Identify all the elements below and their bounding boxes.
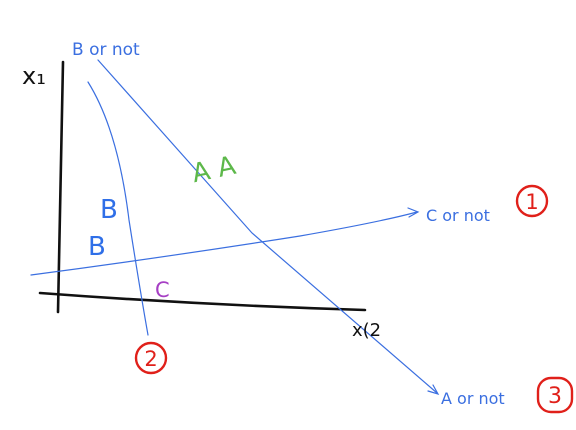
boundary-lines bbox=[30, 59, 438, 394]
boundary-line-2 bbox=[87, 81, 149, 336]
region-label-b-upper: B bbox=[100, 195, 118, 225]
region-label-b-lower: B bbox=[88, 232, 106, 262]
circled-number-2-ring bbox=[134, 341, 168, 375]
region-label-a-a: A A bbox=[189, 151, 238, 190]
arrow-heads bbox=[407, 207, 440, 395]
circled-number-2-digit: 2 bbox=[144, 347, 157, 371]
boundary-line-1 bbox=[30, 211, 418, 276]
arrow-head-3 bbox=[427, 384, 440, 395]
boundary-label-b-or-not: B or not bbox=[72, 40, 140, 60]
region-label-c: C bbox=[155, 278, 170, 302]
boundary-label-a-or-not: A or not bbox=[441, 389, 505, 408]
x2-axis-label: x(2 bbox=[352, 320, 381, 341]
circled-number-1: 1 bbox=[515, 184, 549, 218]
x1-axis bbox=[56, 60, 65, 314]
circled-number-1-ring bbox=[515, 184, 549, 218]
arrow-head-1 bbox=[407, 207, 420, 218]
circled-number-1-digit: 1 bbox=[525, 190, 538, 214]
boundary-line-3 bbox=[97, 59, 438, 394]
x1-axis-label: x₁ bbox=[22, 62, 46, 90]
circled-number-2: 2 bbox=[134, 341, 168, 375]
circled-number-3: 3 bbox=[536, 376, 574, 414]
axes bbox=[38, 60, 367, 314]
circled-number-3-ring bbox=[536, 376, 574, 414]
circled-number-3-digit: 3 bbox=[548, 384, 562, 409]
boundary-label-c-or-not: C or not bbox=[426, 206, 490, 225]
x2-axis bbox=[38, 291, 367, 312]
